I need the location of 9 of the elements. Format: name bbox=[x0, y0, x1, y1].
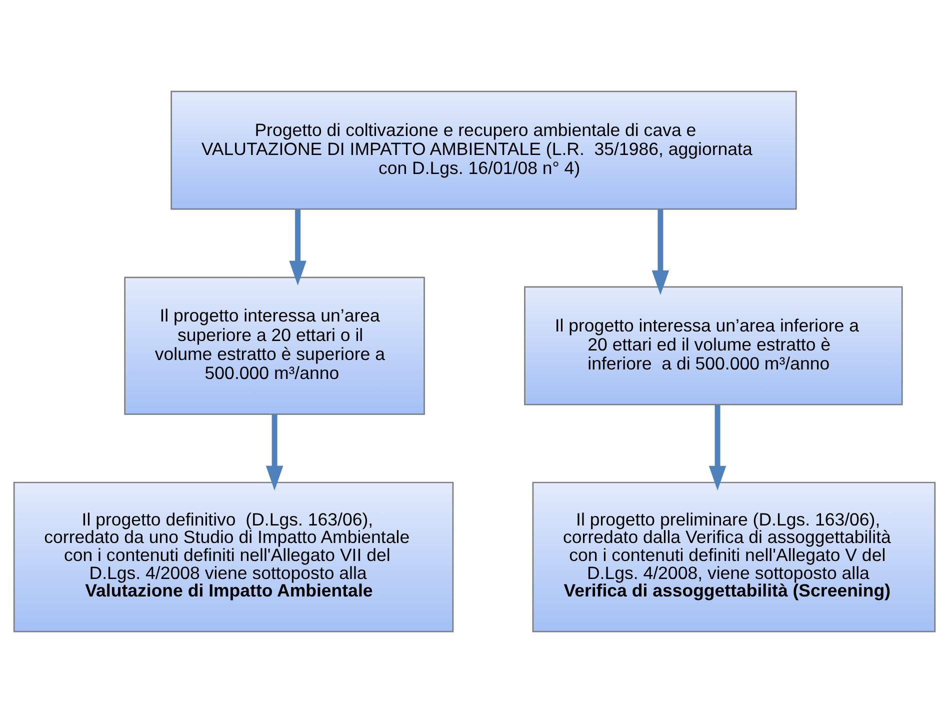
node-box: Il progetto interessa un’area superiore a 20 ettari o il volume estratto è superiore a 500.000 m³/anno bbox=[124, 276, 425, 415]
arrow bbox=[266, 414, 284, 490]
node-box: Il progetto interessa un’area inferiore a 20 ettari ed il volume estratto è inferiore a di 500.000 m³/anno bbox=[524, 286, 903, 406]
arrow bbox=[708, 404, 726, 491]
node-box: Il progetto preliminare (D.Lgs. 163/06), corredato dalla Verifica di assoggettabilità con i contenuti definiti nell'Allegato V del D.Lgs. 4/2008, viene sottoposto alla Verifica di assoggettabilità (Screening) bbox=[532, 482, 936, 632]
arrow bbox=[652, 209, 670, 296]
node-box: Progetto di coltivazione e recupero ambientale di cava e VALUTAZIONE DI IMPATTO AMBIENTALE (L.R. 35/1986, aggiornata con D.Lgs. 16/01/08 n° 4) bbox=[170, 90, 797, 210]
node-box: Il progetto definitivo (D.Lgs. 163/06), corredato da uno Studio di Impatto Ambientale con i contenuti definiti nell'Allegato VII del D.Lgs. 4/2008 viene sottoposto alla Valutazione di Impatto Ambientale bbox=[13, 482, 454, 632]
arrow bbox=[289, 209, 306, 286]
